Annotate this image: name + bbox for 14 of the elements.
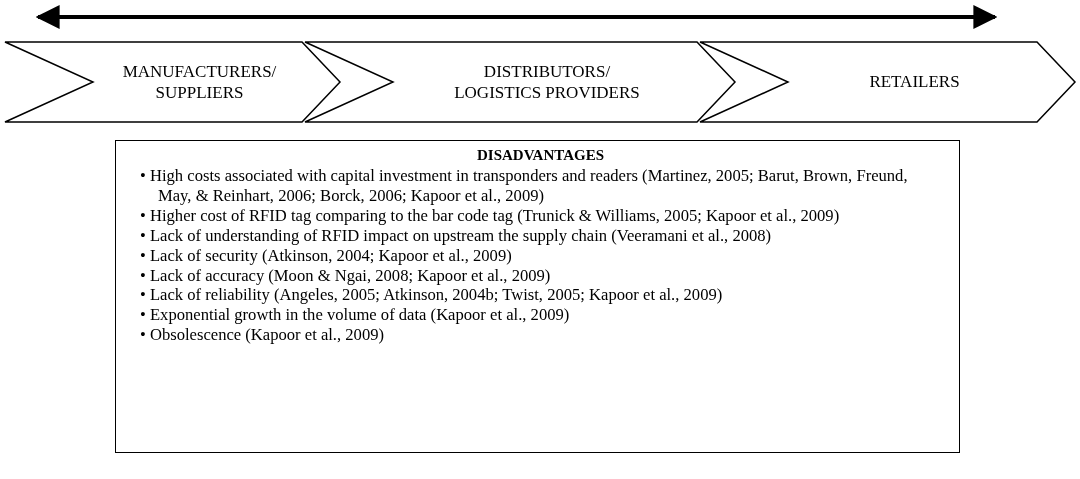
stage-label: RETAILERS xyxy=(869,71,960,93)
bullet-text: • Lack of understanding of RFID impact on upstream the supply chain (Veeramani et al., 2008) xyxy=(140,225,773,246)
panel-heading: DISADVANTAGES xyxy=(476,147,605,164)
bullet-text: • Higher cost of RFID tag comparing to the bar code tag (Trunick & Williams, 2005; Kapoor et al., 2009) xyxy=(140,205,841,226)
bullet-text: • Obsolescence (Kapoor et al., 2009) xyxy=(140,325,386,346)
bullet-text: • Lack of reliability (Angeles, 2005; Atkinson, 2004b; Twist, 2005; Kapoor et al., 2009) xyxy=(140,285,724,306)
bullet-text: • High costs associated with capital investment in transponders and readers (Martinez, 2005; Barut, Brown, Freund, May, & Reinhart, 2006; Borck, 2006; Kapoor et al., 2009) xyxy=(140,166,909,206)
stage-label: DISTRIBUTORS/ LOGISTICS PROVIDERS xyxy=(453,60,641,104)
bullet-text: • Lack of security (Atkinson, 2004; Kapoor et al., 2009) xyxy=(140,245,513,266)
double-arrow xyxy=(35,5,998,29)
bullet-text: • Lack of accuracy (Moon & Ngai, 2008; Kapoor et al., 2009) xyxy=(140,265,552,286)
disadvantages-panel xyxy=(115,140,960,453)
bullet-text: • Exponential growth in the volume of data (Kapoor et al., 2009) xyxy=(140,305,571,326)
stage-label: MANUFACTURERS/ SUPPLIERS xyxy=(121,60,278,104)
